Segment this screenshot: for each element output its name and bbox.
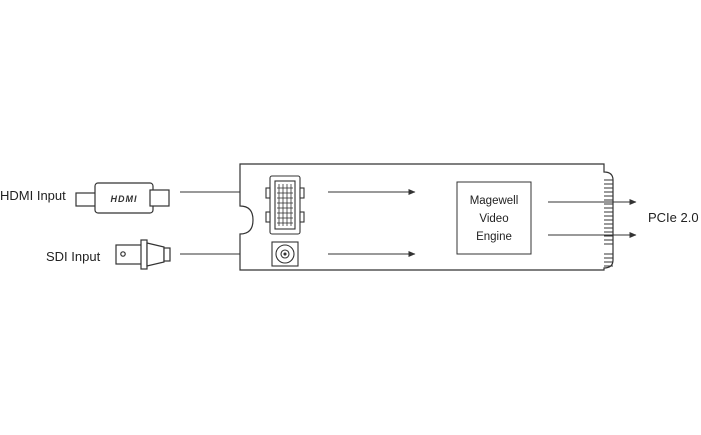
video-engine-box: [456, 181, 532, 255]
sdi-input-label: SDI Input: [46, 249, 101, 264]
pcie-label: PCIe 2.0: [648, 210, 699, 225]
hdmi-plug-icon: HDMI: [75, 182, 170, 214]
sdi-port: [271, 241, 299, 267]
sdi-connector-icon: [115, 239, 171, 270]
pcie-edge-connector: [604, 179, 613, 267]
engine-label-line2: Video: [479, 213, 508, 225]
engine-label-line1: Magewell: [470, 195, 519, 207]
engine-label-line3: Engine: [476, 231, 512, 243]
hdmi-plug-text: HDMI: [111, 194, 138, 204]
hdmi-input-label: HDMI Input: [0, 188, 66, 203]
hdmi-port: [265, 175, 305, 235]
